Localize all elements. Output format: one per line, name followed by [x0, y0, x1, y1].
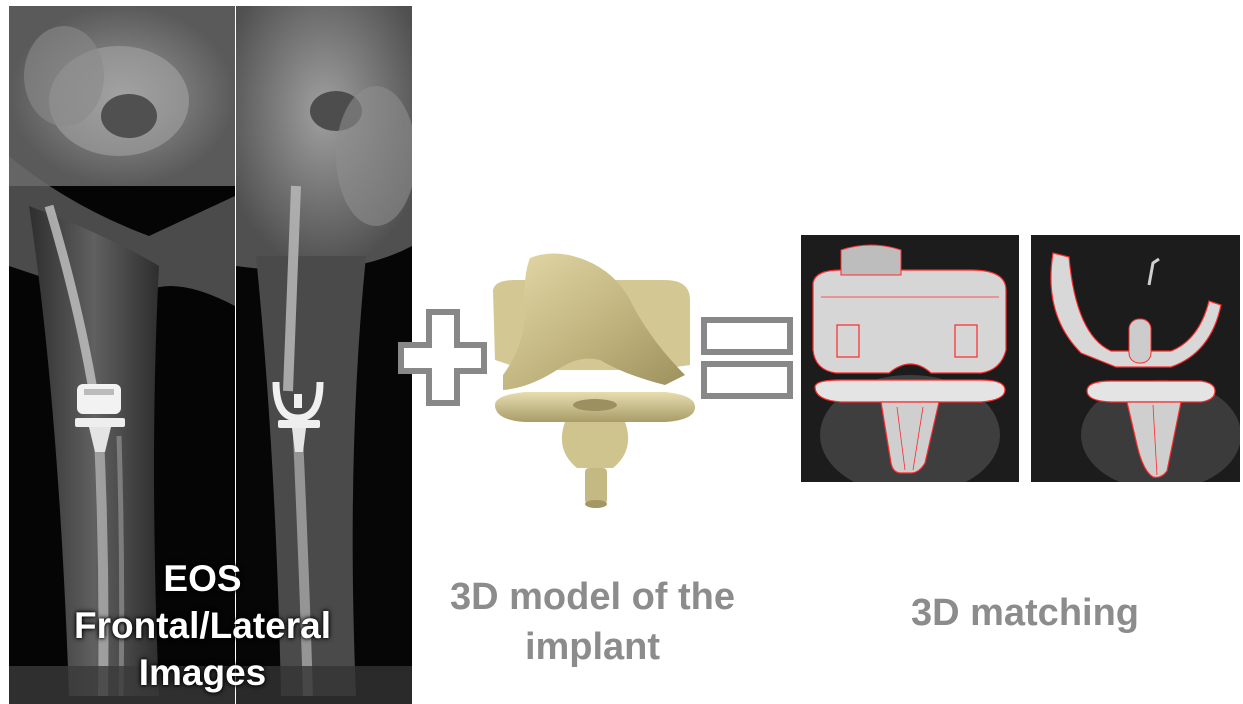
model-caption-line-1: 3D model of the [410, 572, 775, 622]
implant-3d-model [485, 250, 700, 512]
matching-caption: 3D matching [860, 588, 1190, 638]
eos-caption: EOS Frontal/Lateral Images [30, 555, 375, 696]
matching-frontal-image [801, 235, 1019, 482]
plus-icon [398, 307, 488, 407]
model-caption-line-2: implant [410, 622, 775, 672]
eos-caption-line-3: Images [30, 649, 375, 696]
matching-lateral-image [1031, 235, 1240, 482]
eos-caption-line-1: EOS [30, 555, 375, 602]
eos-caption-line-2: Frontal/Lateral [30, 602, 375, 649]
equals-icon [700, 316, 795, 400]
model-caption: 3D model of the implant [410, 572, 775, 672]
